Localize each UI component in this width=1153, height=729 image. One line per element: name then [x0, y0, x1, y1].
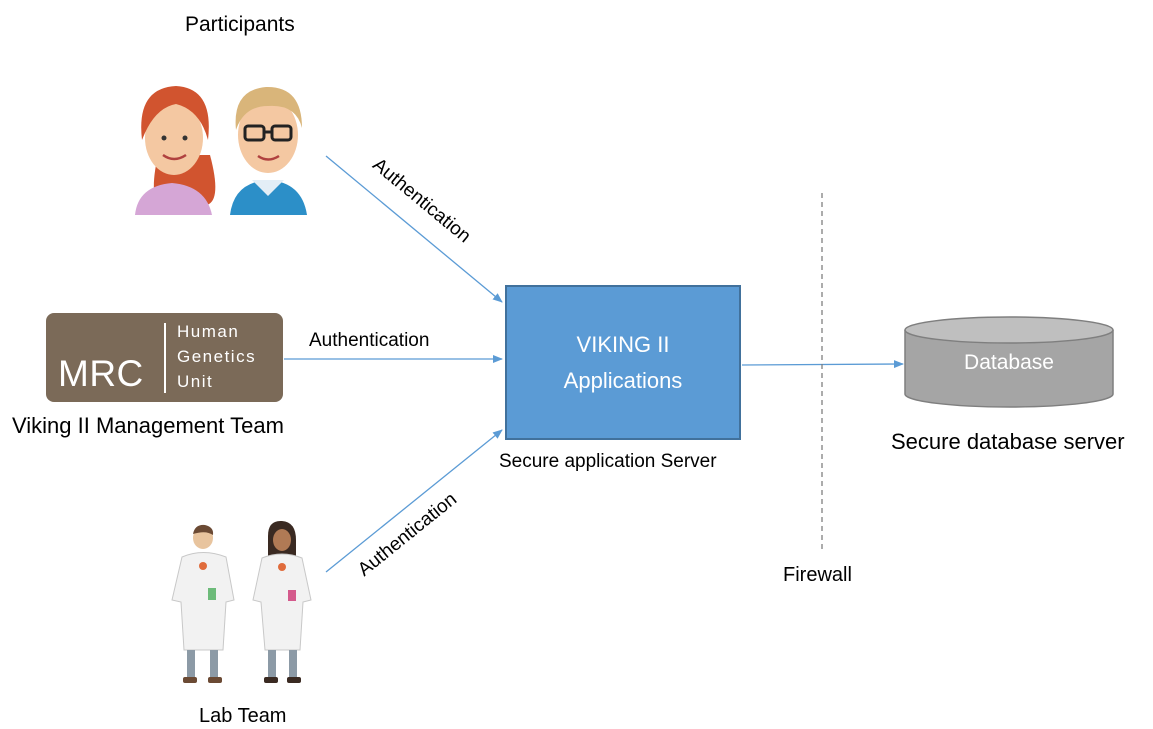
app-server-caption: Secure application Server — [499, 451, 717, 472]
lab-scientist-woman-icon — [252, 520, 312, 683]
app-server-subtitle: Applications — [563, 367, 683, 393]
woman-participant-icon — [135, 86, 216, 215]
database-caption: Secure database server — [891, 429, 1125, 454]
firewall-label: Firewall — [783, 564, 852, 586]
mrc-logo: MRC Human Genetics Unit — [46, 313, 283, 402]
database-cylinder — [904, 316, 1114, 408]
mrc-logo-line3: Unit — [177, 372, 214, 391]
app-server-title: VIKING II — [576, 331, 670, 357]
app-server-box: VIKING II Applications — [505, 285, 741, 440]
lab-edge-label: Authentication — [354, 489, 461, 581]
mrc-logo-line2: Genetics — [177, 347, 257, 366]
database-label: Database — [964, 351, 1054, 374]
participants-label: Participants — [185, 13, 295, 36]
lab-team-label: Lab Team — [199, 705, 287, 727]
participants-edge-arrow — [325, 155, 503, 303]
participants-edge-label: Authentication — [368, 154, 474, 247]
management-team-label: Viking II Management Team — [12, 413, 284, 438]
lab-edge-arrow — [325, 429, 503, 573]
mrc-logo-line1: Human — [177, 322, 240, 341]
lab-scientist-man-icon — [171, 524, 235, 683]
mrc-logo-abbr: MRC — [58, 353, 144, 394]
management-edge-label: Authentication — [309, 330, 430, 351]
mrc-logo-separator — [164, 323, 166, 393]
man-participant-icon — [230, 86, 307, 215]
